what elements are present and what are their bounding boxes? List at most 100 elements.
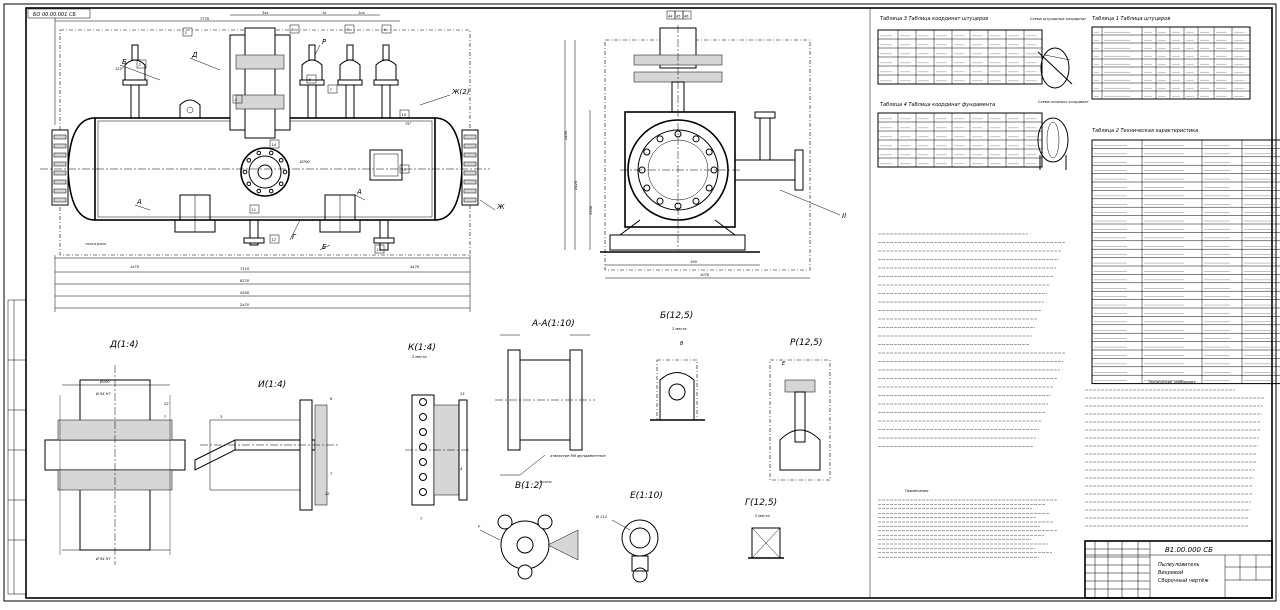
- valve-body: [124, 59, 146, 80]
- angle-mark-2: 75°: [405, 122, 412, 126]
- leader-label: Е: [322, 243, 327, 251]
- flange-bolt: [419, 458, 427, 466]
- callout-box: [306, 74, 317, 84]
- flange-bolt: [656, 197, 664, 205]
- dim-top-2: 3хх: [262, 11, 269, 15]
- flange-bolt: [53, 143, 67, 149]
- flange-bolt: [419, 398, 427, 406]
- leader-label: А: [356, 188, 362, 196]
- table-4: [877, 112, 1043, 168]
- flange-bolt: [278, 181, 284, 187]
- sec-e-mark-1: Ø 114: [595, 514, 608, 519]
- sec-aa-mark-2: болты: [540, 480, 552, 484]
- table-1: [1091, 26, 1251, 100]
- sec-k-mark-4: 7: [420, 517, 423, 521]
- diam-mark: Ø700: [299, 159, 310, 164]
- flange-bolt: [268, 188, 274, 194]
- title-line-3: Сборочный чертёж: [1158, 578, 1209, 584]
- table2-title: Таблица 2 Техническая характеристика: [1092, 128, 1198, 134]
- flange-bolt: [53, 152, 67, 158]
- callout-box: [182, 27, 193, 37]
- dim-top-1: 7770: [200, 17, 210, 21]
- side-leader: II: [842, 212, 846, 220]
- dim-top-3: 1х: [322, 11, 327, 15]
- flange-bolt: [643, 184, 651, 192]
- leader-label: А: [136, 198, 142, 206]
- flange-bolt: [643, 148, 651, 156]
- scheme1-figure: [1040, 47, 1070, 89]
- flange-bolt: [278, 157, 284, 163]
- dim-bottom-3: 5500: [240, 291, 250, 295]
- nozzle-flange: [122, 79, 148, 86]
- side-tag-3: 46: [684, 15, 689, 19]
- flange-bolt: [463, 179, 477, 185]
- flange-bolt: [705, 184, 713, 192]
- valve-stem: [131, 44, 139, 61]
- side-view: 44 45 46 2400 2420 1500 10: [564, 10, 846, 279]
- callout-number: 8: [347, 28, 350, 32]
- nozzle-flange: [373, 79, 399, 86]
- nozzle-pipe: [307, 84, 317, 119]
- flange-bolt: [53, 197, 67, 203]
- side-dim-4: 1070: [700, 273, 710, 277]
- callout-number: 6: [309, 78, 312, 82]
- section-aa-title: А-А(1:10): [531, 319, 575, 329]
- binding-strip: [7, 299, 27, 595]
- sec-i-mark-4: 12: [325, 492, 330, 496]
- side-dim-5: 190: [690, 260, 698, 264]
- flange-bolt: [705, 148, 713, 156]
- valve-stem: [346, 44, 354, 61]
- leader-label: Ж: [496, 203, 505, 211]
- sec-b-mark-1: 2 места: [672, 327, 687, 331]
- section-e-title: Е(1:10): [630, 491, 663, 501]
- dim-top-4: 1пх: [358, 11, 366, 15]
- flange-bolt: [692, 197, 700, 205]
- side-tag-2: 45: [676, 15, 681, 19]
- sec-v-mark-1: Р: [478, 525, 481, 529]
- callout-number: 9: [384, 28, 387, 32]
- side-tag-1: 44: [668, 15, 673, 19]
- callout-box: [232, 94, 243, 104]
- side-dim-2: 2420: [574, 180, 578, 190]
- sec-d-mark-5: Ø 94 Н7: [95, 556, 111, 561]
- flange-bolt: [246, 157, 252, 163]
- dim-bottom-6: 4470: [410, 265, 420, 269]
- valve-body: [339, 59, 361, 80]
- leader-label: Д: [191, 51, 198, 59]
- callout-number: 13: [377, 248, 382, 252]
- sec-d-mark-2: Ø 94 Н7: [95, 391, 111, 396]
- flange-bolt: [463, 188, 477, 194]
- flange-bolt: [256, 188, 262, 194]
- flange-bolt: [268, 150, 274, 156]
- callout-number: 10: [402, 113, 407, 117]
- flange-bolt: [463, 170, 477, 176]
- nozzle-flange: [337, 79, 363, 86]
- leader-label: Ж(2): [451, 88, 470, 96]
- callout-number: 11: [252, 208, 257, 212]
- nozzle-pipe: [381, 84, 391, 119]
- callout-box: [327, 84, 338, 94]
- detail-views: Д(1:4) Ø100 Ø 94 Н7 22 7 Ø 94 Н7 И(1:4) …: [44, 311, 831, 583]
- code-stamp-box: [27, 8, 91, 19]
- tech-req-heading: Технические требования: [1148, 380, 1196, 384]
- section-d-title: Д(1:4): [109, 340, 139, 350]
- flange-bolt: [656, 135, 664, 143]
- sec-p-mark-1: Е: [782, 361, 786, 367]
- angle-mark-1: 125°: [115, 67, 124, 71]
- callout-box: [381, 24, 392, 34]
- technical-notes: [878, 233, 1264, 558]
- flange-bolt: [463, 197, 477, 203]
- table4-title: Таблица 4 Таблица координат фундамента: [880, 102, 995, 108]
- front-flange: [240, 147, 290, 197]
- section-g-title: Г(12,5): [745, 498, 777, 508]
- leader-label: Б: [122, 58, 127, 66]
- valve-body: [375, 59, 397, 80]
- callout-box: [399, 109, 410, 119]
- dim-bottom-1: 7110: [240, 267, 250, 271]
- sec-aa-mark-1: отверстие М8 фундаментное: [550, 454, 606, 458]
- nozzle-pipe: [130, 84, 140, 119]
- dim-bottom-2: 6270: [240, 279, 250, 283]
- main-view: 7770 3хх 1х 1пх: [40, 11, 505, 312]
